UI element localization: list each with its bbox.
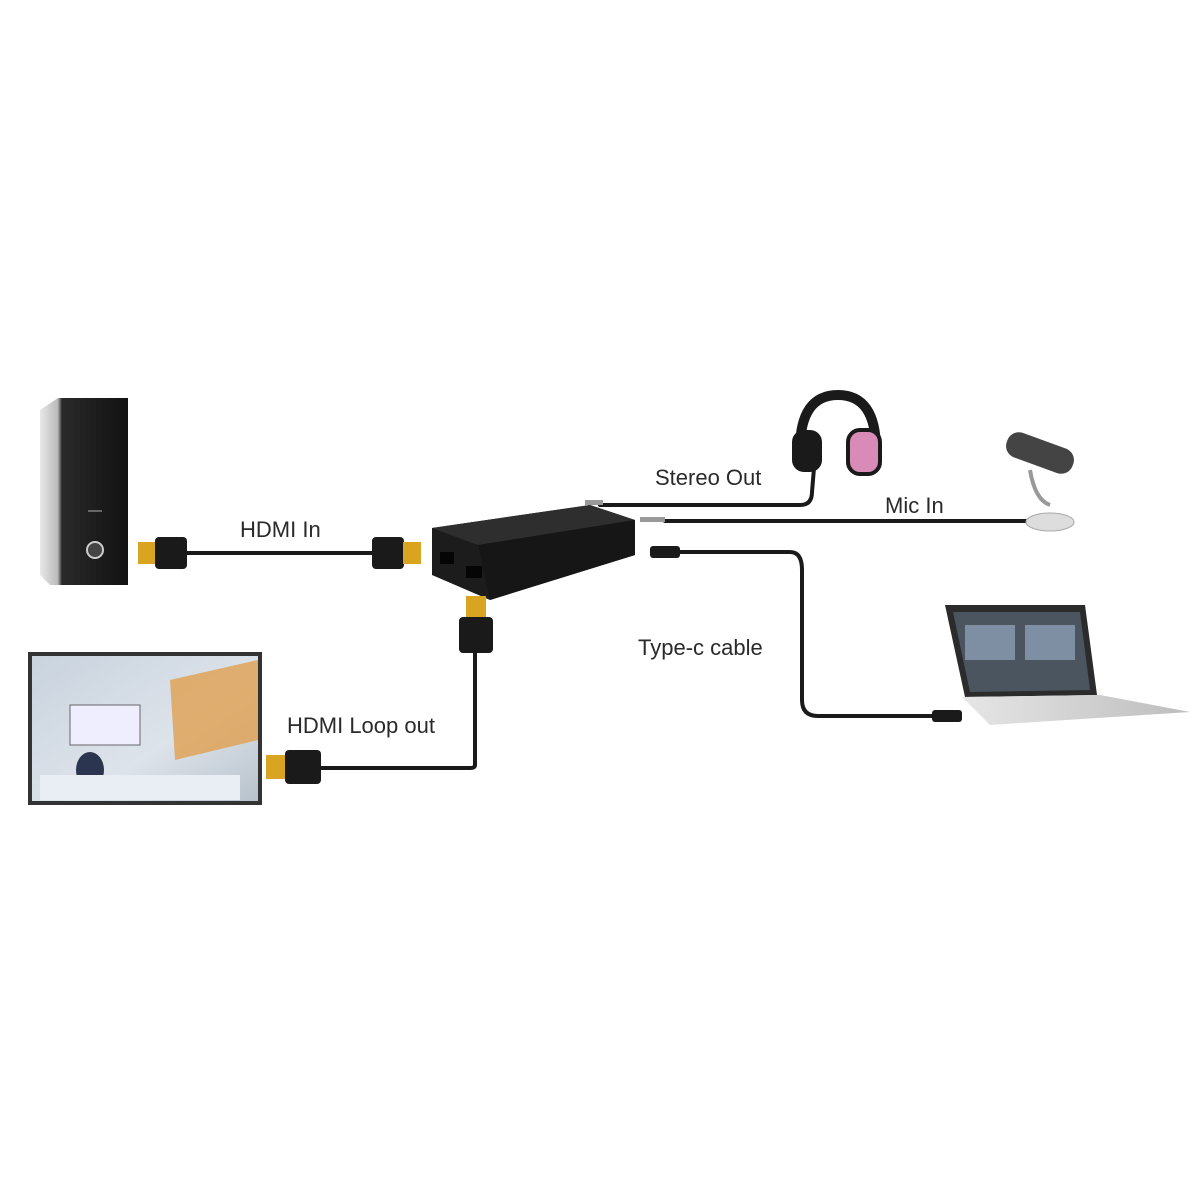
microphone [1006,432,1075,532]
pc-tower [40,398,128,585]
label-type-c-cable: Type-c cable [638,635,763,660]
stereo-out-cable [598,466,816,507]
hdmi-capture-device [432,500,680,600]
display-monitor [28,652,262,805]
laptop [932,605,1190,725]
label-hdmi-in: HDMI In [240,517,321,542]
hdmi-in-connectors [138,537,421,569]
type-c-cable [678,550,937,718]
label-mic-in: Mic In [885,493,944,518]
label-stereo-out: Stereo Out [655,465,762,490]
hdmi-loop-connectors [266,596,493,784]
hdmi-loop-cable [318,648,477,770]
cables [183,466,1042,770]
headphones [792,389,882,476]
label-hdmi-loop-out: HDMI Loop out [287,713,435,738]
